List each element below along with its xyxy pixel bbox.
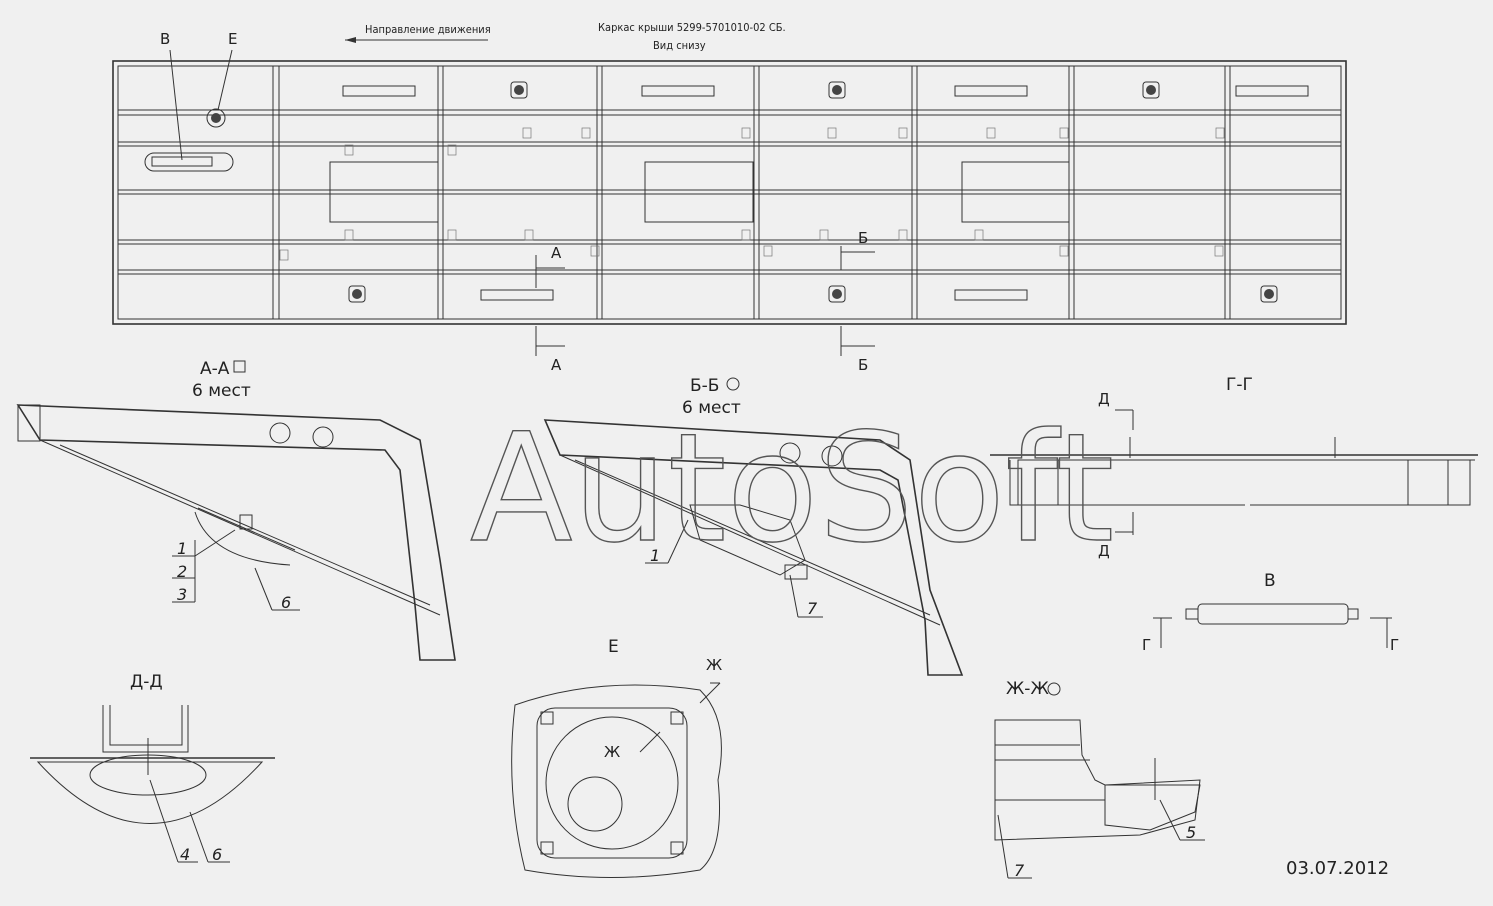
view-e-title: Е (608, 637, 619, 657)
view-v-title: В (1264, 571, 1276, 591)
section-gg-title: Г-Г (1226, 375, 1253, 395)
section-dd-title: Д-Д (130, 672, 163, 692)
rotation-symbol-icon (726, 377, 740, 391)
cut-g-right: Г (1390, 636, 1399, 654)
callout-aa-6: 6 (281, 593, 291, 612)
direction-label: Направление движения (365, 23, 491, 36)
callout-zh-5: 5 (1186, 823, 1196, 842)
section-aa-drawing (16, 404, 456, 661)
section-gg-drawing (990, 409, 1478, 535)
direction-arrow (345, 37, 488, 43)
section-bb-count: 6 мест (682, 398, 741, 418)
callout-aa-1: 1 (177, 539, 187, 558)
rotation-symbol-icon-2 (1047, 682, 1061, 696)
cut-zh-outer: Ж (706, 656, 722, 674)
section-dd-drawing (30, 705, 275, 824)
section-aa-count: 6 мест (192, 381, 251, 401)
cut-d-top: Д (1098, 390, 1110, 408)
callout-dd-6: 6 (212, 845, 222, 864)
cut-g-left: Г (1142, 636, 1151, 654)
section-aa-title: А-А (200, 359, 230, 379)
square-symbol-icon (233, 360, 246, 373)
cut-a-bottom: А (551, 356, 562, 374)
section-bb-title: Б-Б (690, 376, 719, 396)
marker-e: Е (228, 30, 237, 48)
roof-frame-plan (112, 60, 1347, 325)
section-bb-drawing (543, 419, 964, 676)
drawing-title: Каркас крыши 5299-5701010-02 СБ. (598, 21, 786, 34)
cut-b-bottom: Б (858, 356, 868, 374)
marker-v: В (160, 30, 170, 48)
callout-dd-4: 4 (180, 845, 190, 864)
callout-aa-2: 2 (177, 562, 187, 581)
callout-zh-7: 7 (1014, 861, 1025, 880)
cut-a-top: А (551, 244, 562, 262)
drawing-date: 03.07.2012 (1286, 858, 1389, 879)
cut-b-top: Б (858, 229, 868, 247)
callout-aa-3: 3 (177, 585, 187, 604)
callout-bb-7: 7 (807, 599, 818, 618)
cut-d-bottom: Д (1098, 542, 1110, 560)
callout-bb-1: 1 (650, 546, 660, 565)
view-v-drawing (1153, 603, 1392, 648)
drawing-subtitle: Вид снизу (653, 39, 706, 52)
section-zhzh-drawing (994, 719, 1201, 841)
view-e-drawing (511, 682, 722, 878)
section-zhzh-title: Ж-Ж (1006, 679, 1049, 699)
cut-zh-inner: Ж (604, 743, 620, 761)
watermark-logo: AutoSoft (470, 402, 1114, 576)
